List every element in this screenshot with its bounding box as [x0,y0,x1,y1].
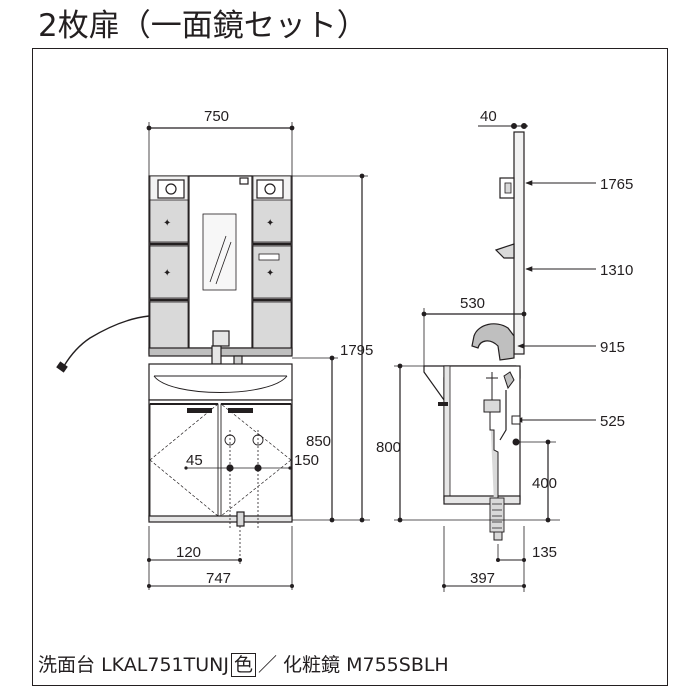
dim-front-width-top [146,122,295,176]
label-front-total-height: 1795 [340,342,373,359]
side-faucet [471,323,515,361]
dim-side-counter-height [394,363,560,523]
drawing-frame [32,48,668,686]
label-front-counter-height: 850 [306,433,331,450]
side-vanity [423,365,521,505]
power-cord [63,315,150,367]
dim-front-total-height [292,173,368,523]
dim-side-arrows [515,180,596,423]
label-side-drain-depth: 135 [532,544,557,561]
label-side-height-faucet: 915 [600,339,625,356]
label-hole-spacing: 150 [294,452,319,469]
svg-text:✦: ✦ [163,218,171,229]
color-box: 色 [230,653,256,677]
svg-text:✦: ✦ [266,218,274,229]
side-mirror-cabinet [494,131,525,355]
dim-front-counter-height [292,355,370,523]
label-side-base-depth: 397 [470,570,495,587]
svg-text:✦: ✦ [163,268,171,279]
label-side-mirror-depth: 40 [480,108,497,125]
label-front-width-bottom: 747 [206,570,231,587]
mirror-model: M755SBLH [346,654,449,676]
label-hole-offset: 45 [186,452,203,469]
dim-side-cabinet-depth [421,308,527,370]
dim-side-bottom [442,526,526,592]
side-piping [483,371,521,541]
label-drain-offset: 120 [176,544,201,561]
label-side-counter-height: 800 [376,439,401,456]
mirror-cabinet: ✦ ✦ ✦ ✦ [148,175,293,357]
mirror-label: 化粧鏡 [283,654,341,676]
label-front-width-top: 750 [204,108,229,125]
label-side-height-top: 1765 [600,176,633,193]
page-title: 2枚扉（一面鏡セット） [38,8,368,44]
front-view: ✦ ✦ ✦ ✦ [56,122,370,590]
dim-side-mirror-depth [478,122,528,129]
dim-holes [184,430,292,530]
label-side-cabinet-depth: 530 [460,295,485,312]
side-view [394,122,596,592]
vanity-counter [148,363,293,401]
label-side-height-shelf: 1310 [600,262,633,279]
dim-side-drain-height [516,439,556,523]
basin-model: LKAL751TUNJ [101,654,229,676]
label-side-height-supply: 525 [600,413,625,430]
vanity-cabinet [148,399,293,527]
separator: ／ [257,654,277,676]
dim-front-bottom [147,526,294,590]
basin-label: 洗面台 [38,654,96,676]
svg-text:✦: ✦ [266,268,274,279]
label-side-drain-height: 400 [532,475,557,492]
